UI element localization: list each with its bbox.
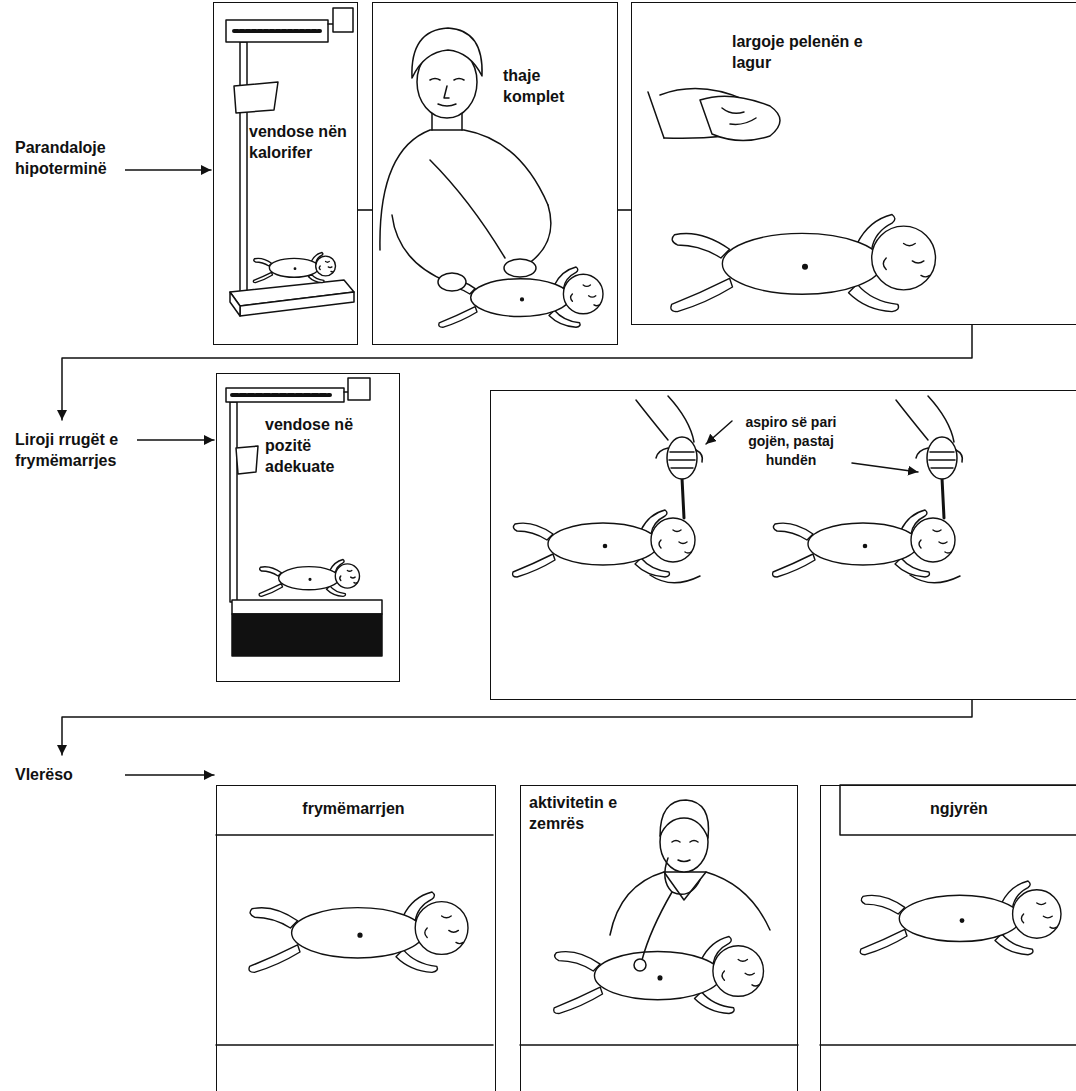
row-label-holder: Vlerëso <box>15 764 125 785</box>
row-label: Liroji rrugët e frymëmarrjes <box>15 429 137 471</box>
row-label: Vlerëso <box>15 764 125 785</box>
row-label-holder: Parandaloje hipoterminë <box>15 137 125 179</box>
flow-arrows <box>62 170 972 775</box>
row-label: Parandaloje hipoterminë <box>15 137 125 179</box>
step-box: vendose në pozitë adekuate <box>216 373 400 682</box>
step-box: largoje pelenën e lagur <box>631 2 1076 325</box>
step-box: ngjyrën <box>820 785 1076 1091</box>
connector-line <box>358 209 372 211</box>
step-text: vendose nën kalorifer <box>249 121 349 163</box>
step-text: aspiro së pari gojën, pastaj hundën <box>736 413 846 470</box>
step-box: thaje komplet <box>372 2 618 345</box>
row-label-holder: Liroji rrugët e frymëmarrjes <box>15 429 137 471</box>
heart-check-illustration <box>520 800 798 1045</box>
step-text: aktivitetin e zemrës <box>529 792 619 834</box>
step-text: frymëmarrjen <box>217 798 490 819</box>
step-box: aktivitetin e zemrës <box>520 785 798 1091</box>
step-text: ngjyrën <box>841 798 1076 819</box>
step-box: vendose nën kalorifer <box>213 2 358 345</box>
hand-removing-diaper <box>648 89 936 312</box>
connector-line <box>618 209 631 211</box>
step-text: largoje pelenën e lagur <box>732 31 872 73</box>
step-box: aspiro së pari gojën, pastaj hundën <box>490 390 1076 700</box>
step-text: thaje komplet <box>503 65 603 107</box>
step-text: vendose në pozitë adekuate <box>265 414 385 477</box>
nurse-drying-baby <box>380 28 603 327</box>
breathing-illustration <box>216 835 493 1045</box>
suction-illustration <box>513 396 963 583</box>
colour-illustration <box>820 785 1076 1045</box>
radiant-warmer <box>226 8 354 316</box>
step-box: frymëmarrjen <box>216 785 496 1091</box>
